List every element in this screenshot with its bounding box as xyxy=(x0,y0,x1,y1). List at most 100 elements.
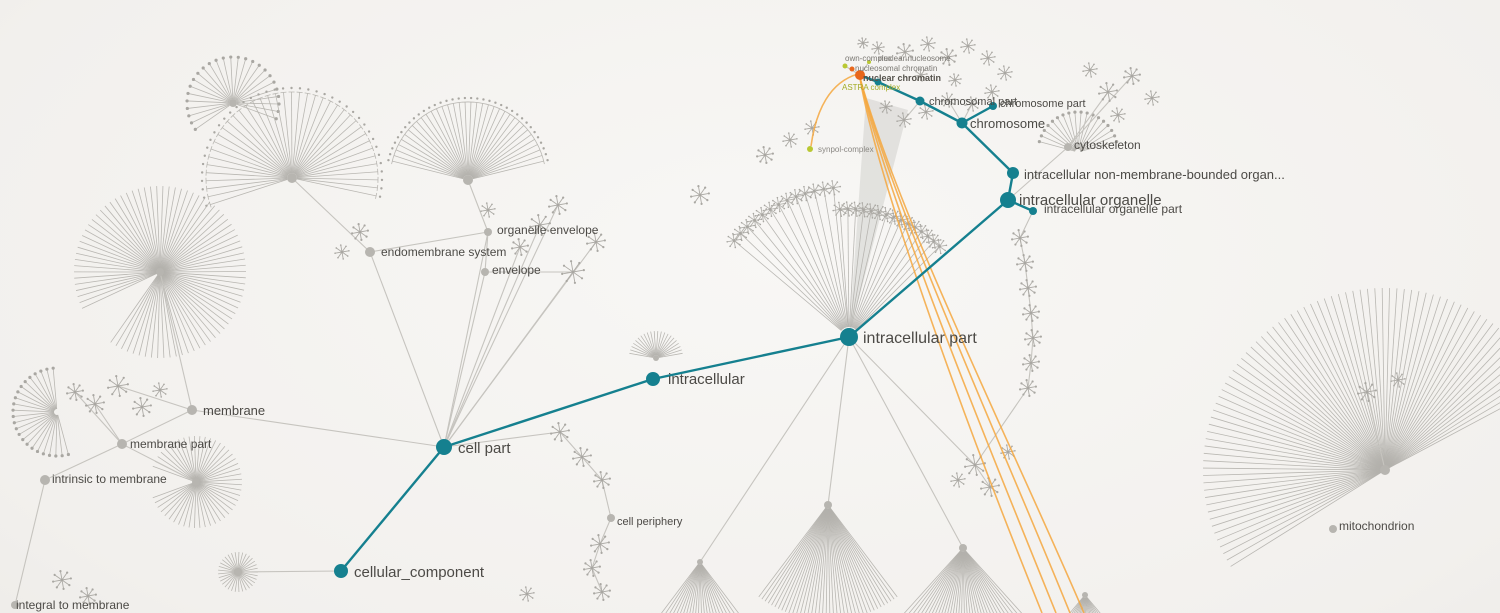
term-label-intracellular-part[interactable]: intracellular part xyxy=(863,330,977,347)
term-node[interactable] xyxy=(824,501,832,509)
leaf-node-cluster xyxy=(950,472,966,488)
term-node[interactable] xyxy=(365,247,375,257)
term-node[interactable] xyxy=(653,355,659,361)
term-label-organelle-envelope[interactable]: organelle envelope xyxy=(497,223,599,237)
leaf-node-cluster xyxy=(886,209,902,225)
term-label-cell-periphery[interactable]: cell periphery xyxy=(617,516,683,528)
term-label-intracellular-non-membrane-bounded-organ[interactable]: intracellular non-membrane-bounded organ… xyxy=(1024,167,1285,182)
graph-edge xyxy=(484,231,489,273)
term-node[interactable] xyxy=(697,559,703,565)
leaf-node-cluster xyxy=(964,454,986,476)
term-label-mitochondrion[interactable]: mitochondrion xyxy=(1339,519,1414,533)
leaf-node-cluster xyxy=(572,447,592,467)
term-label-cellular-component[interactable]: cellular_component xyxy=(354,564,485,581)
term-label-cell-part[interactable]: cell part xyxy=(458,440,511,457)
term-label-nuclear-chromatin[interactable]: nuclear chromatin xyxy=(863,73,941,83)
leaf-node-cluster xyxy=(66,383,84,401)
leaf-node-cluster xyxy=(1024,329,1042,347)
highlighted-term-node[interactable] xyxy=(807,146,813,152)
selected-term-node[interactable] xyxy=(646,372,660,386)
term-node[interactable] xyxy=(287,173,297,183)
selected-term-node[interactable] xyxy=(1029,207,1037,215)
term-node[interactable] xyxy=(229,99,237,107)
term-node[interactable] xyxy=(959,544,967,552)
term-label-astra-complex[interactable]: ASTRA complex xyxy=(842,83,900,92)
graph-edge xyxy=(467,179,489,233)
selected-term-node[interactable] xyxy=(334,564,348,578)
graph-edge xyxy=(443,431,561,448)
term-label-intracellular[interactable]: intracellular xyxy=(668,371,745,388)
graph-edge xyxy=(1067,75,1133,148)
term-label-envelope[interactable]: envelope xyxy=(492,263,541,277)
term-node[interactable] xyxy=(192,478,200,486)
term-node[interactable] xyxy=(481,268,489,276)
leaf-node-cluster xyxy=(816,181,832,197)
graph-edge xyxy=(443,271,486,448)
term-label-nuclear-nucleosome[interactable]: nuclear nucleosome xyxy=(879,54,951,63)
graph-edge xyxy=(443,246,521,448)
leaf-node-cluster xyxy=(548,195,568,215)
leaf-node-cluster xyxy=(1123,67,1141,85)
highlighted-term-node[interactable] xyxy=(842,63,848,69)
term-label-intrinsic-to-membrane[interactable]: intrinsic to membrane xyxy=(52,472,167,486)
leaf-node-cluster xyxy=(871,204,887,221)
term-node[interactable] xyxy=(1329,525,1337,533)
leaf-node-cluster xyxy=(519,586,535,602)
highlighted-term-node[interactable] xyxy=(849,66,855,72)
term-label-intracellular-organelle[interactable]: intracellular organelle xyxy=(1019,192,1162,209)
term-label-intracellular-organelle-part[interactable]: intracellular organelle part xyxy=(1044,202,1183,216)
term-label-endomembrane-system[interactable]: endomembrane system xyxy=(381,245,506,259)
leaf-node-cluster xyxy=(561,260,585,284)
selected-term-node[interactable] xyxy=(874,78,882,86)
selected-term-node[interactable] xyxy=(915,96,925,106)
selected-term-node[interactable] xyxy=(1000,192,1016,208)
graph-edge xyxy=(699,336,850,563)
term-label-chromosome[interactable]: chromosome xyxy=(970,116,1045,131)
term-node[interactable] xyxy=(1380,465,1390,475)
selected-term-node[interactable] xyxy=(989,102,997,110)
term-node[interactable] xyxy=(117,439,127,449)
graph-edge xyxy=(1366,391,1386,471)
graph-edge xyxy=(121,443,197,483)
selected-path-edge xyxy=(442,377,655,449)
term-node[interactable] xyxy=(40,475,50,485)
term-label-integral-to-membrane[interactable]: integral to membrane xyxy=(16,598,130,612)
leaf-node-cluster xyxy=(896,112,912,128)
graph-edge xyxy=(117,385,193,411)
term-label-synpol-complex[interactable]: synpol-complex xyxy=(818,145,874,154)
leaf-node-cluster xyxy=(779,192,795,209)
leaf-node-cluster xyxy=(1144,90,1160,106)
term-node[interactable] xyxy=(187,405,197,415)
term-label-chromosome-part[interactable]: chromosome part xyxy=(1000,98,1086,110)
term-label-chromosomal-part[interactable]: chromosomal part xyxy=(929,96,1017,108)
selected-path-edge xyxy=(651,335,851,381)
term-label-membrane[interactable]: membrane xyxy=(203,403,265,418)
term-node[interactable] xyxy=(484,228,492,236)
leaf-node-cluster xyxy=(960,38,976,54)
term-node[interactable] xyxy=(156,268,164,276)
graph-edge xyxy=(14,479,46,606)
selected-term-node[interactable] xyxy=(840,328,858,346)
term-node[interactable] xyxy=(607,514,615,522)
leaf-node-cluster xyxy=(879,100,893,114)
term-label-membrane-part[interactable]: membrane part xyxy=(130,437,212,451)
selected-term-node[interactable] xyxy=(436,439,452,455)
term-node[interactable] xyxy=(1064,143,1072,151)
highlighted-term-node[interactable] xyxy=(867,60,871,64)
term-node[interactable] xyxy=(1082,592,1088,598)
term-label-cytoskeleton[interactable]: cytoskeleton xyxy=(1074,138,1141,152)
leaf-node-cluster xyxy=(550,422,570,442)
selected-term-node[interactable] xyxy=(956,117,968,129)
leaf-node-cluster xyxy=(690,185,710,205)
term-label-nucleosomal-chromatin[interactable]: nucleosomal chromatin xyxy=(855,64,937,73)
leaf-node-cluster xyxy=(726,232,742,249)
highlighted-term-node[interactable] xyxy=(855,70,865,80)
term-node[interactable] xyxy=(11,601,19,609)
term-label-own-complex[interactable]: own-complex xyxy=(845,54,892,63)
graph-edge xyxy=(121,409,193,445)
term-node[interactable] xyxy=(463,175,473,185)
term-node[interactable] xyxy=(234,568,242,576)
selected-term-node[interactable] xyxy=(1007,167,1019,179)
leaf-node-cluster xyxy=(832,201,848,218)
